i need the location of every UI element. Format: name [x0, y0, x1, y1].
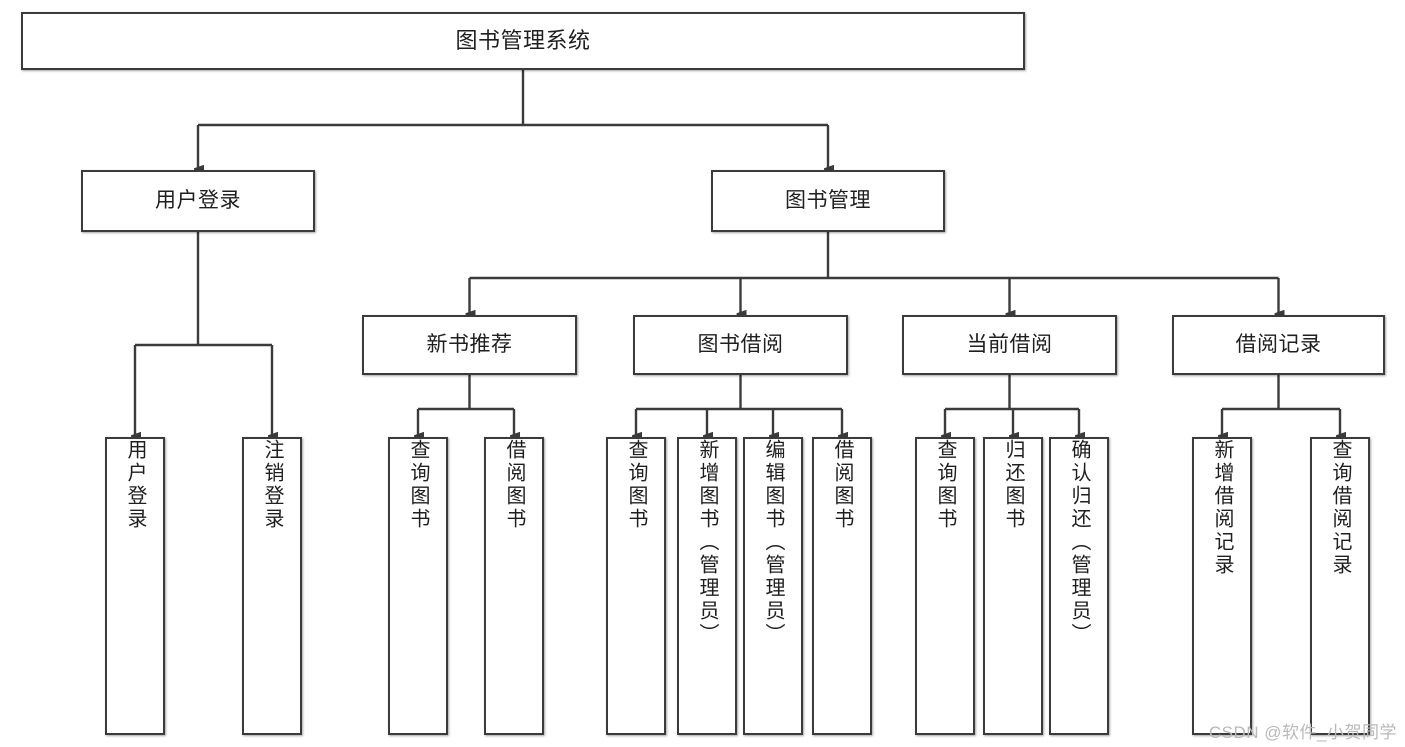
node-label: 借阅图书	[503, 439, 525, 531]
node-leaf-bb-add[interactable]: 新增图书（管理员）	[677, 437, 737, 735]
node-label: 确认归还（管理员）	[1068, 439, 1090, 646]
node-label: 查询图书	[625, 439, 647, 531]
node-user-login[interactable]: 用户登录	[81, 170, 315, 232]
node-leaf-user-login[interactable]: 用户登录	[105, 437, 165, 735]
node-label: 注销登录	[261, 439, 283, 531]
node-label: 编辑图书（管理员）	[762, 439, 784, 646]
node-label: 归还图书	[1002, 439, 1024, 531]
node-label: 用户登录	[155, 188, 241, 212]
node-label: 新增图书（管理员）	[696, 439, 718, 646]
node-label: 查询借阅记录	[1329, 439, 1351, 577]
node-label: 查询图书	[934, 439, 956, 531]
node-label: 图书管理	[785, 188, 871, 212]
node-leaf-cb-return[interactable]: 归还图书	[983, 437, 1043, 735]
node-label: 借阅图书	[831, 439, 853, 531]
node-label: 新增借阅记录	[1211, 439, 1233, 577]
node-leaf-log-query[interactable]: 查询借阅记录	[1310, 437, 1370, 735]
node-leaf-cb-confirm[interactable]: 确认归还（管理员）	[1049, 437, 1109, 735]
node-leaf-rec-borrow[interactable]: 借阅图书	[484, 437, 544, 735]
node-label: 查询图书	[407, 439, 429, 531]
node-leaf-log-add[interactable]: 新增借阅记录	[1192, 437, 1252, 735]
node-borrow-log[interactable]: 借阅记录	[1172, 315, 1385, 375]
node-leaf-cb-query[interactable]: 查询图书	[915, 437, 975, 735]
node-label: 图书借阅	[697, 332, 784, 356]
node-label: 新书推荐	[426, 332, 513, 356]
node-label: 当前借阅	[966, 332, 1053, 356]
node-new-book-rec[interactable]: 新书推荐	[362, 315, 577, 375]
node-label: 借阅记录	[1235, 332, 1322, 356]
node-cur-borrow[interactable]: 当前借阅	[902, 315, 1117, 375]
node-leaf-user-logout[interactable]: 注销登录	[242, 437, 302, 735]
node-leaf-bb-query[interactable]: 查询图书	[606, 437, 666, 735]
node-root[interactable]: 图书管理系统	[21, 12, 1025, 70]
node-leaf-rec-query[interactable]: 查询图书	[388, 437, 448, 735]
node-leaf-bb-edit[interactable]: 编辑图书（管理员）	[743, 437, 803, 735]
node-label: 用户登录	[124, 439, 146, 531]
csdn-watermark: CSDN @软件_小贺同学	[1208, 723, 1397, 742]
node-book-mgmt[interactable]: 图书管理	[711, 170, 945, 232]
node-book-borrow[interactable]: 图书借阅	[633, 315, 848, 375]
node-label: 图书管理系统	[455, 28, 591, 54]
node-leaf-bb-borrow[interactable]: 借阅图书	[812, 437, 872, 735]
